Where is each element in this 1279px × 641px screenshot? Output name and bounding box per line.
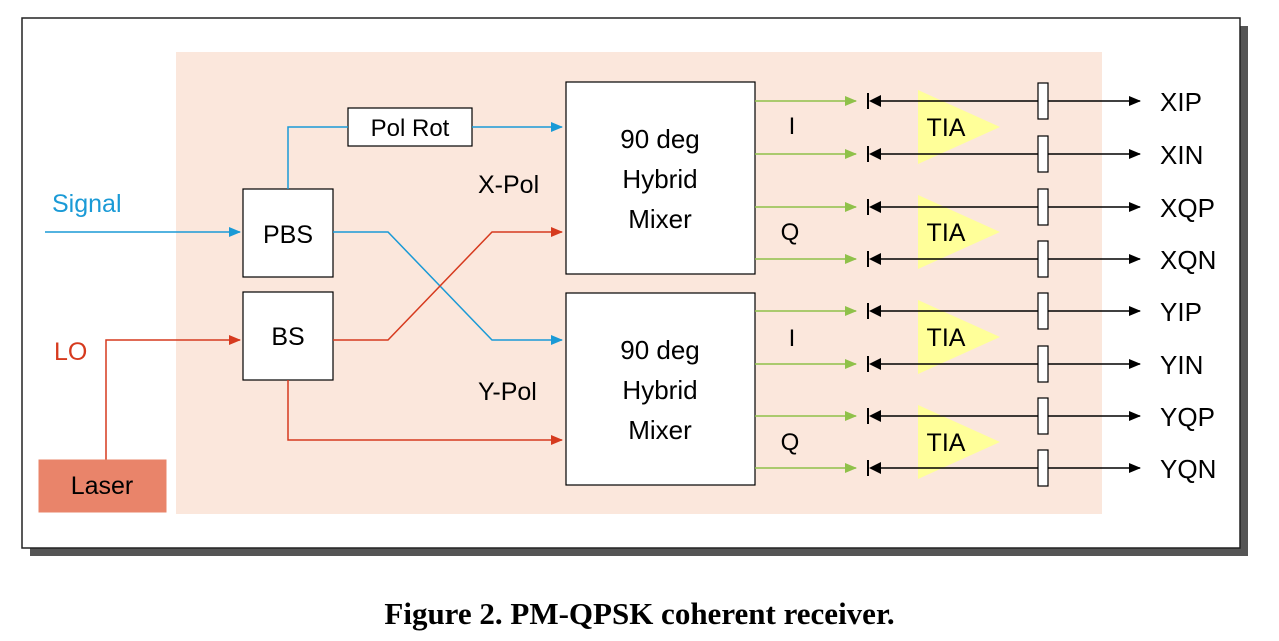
hybrid-y-line3: Mixer (628, 415, 692, 445)
bs-label: BS (271, 323, 304, 351)
bs-box (242, 291, 334, 381)
capacitor (1037, 345, 1049, 383)
bs-to-hybrid-y (287, 380, 563, 445)
capacitor (1037, 82, 1049, 120)
tia-triangle (918, 90, 1000, 164)
output-label: YIN (1160, 350, 1203, 380)
signal-label: Signal (52, 190, 122, 218)
hybrid-mixer-y (565, 292, 756, 486)
hybrid-x-line3: Mixer (628, 204, 692, 234)
tia-triangle (918, 405, 1000, 479)
laser-box (38, 459, 167, 513)
y-q-label: Q (781, 429, 800, 456)
figure-caption: Figure 2. PM-QPSK coherent receiver. (384, 596, 895, 631)
y-pol-label: Y-Pol (478, 378, 537, 406)
y-i-label: I (789, 325, 796, 352)
tia-label: TIA (927, 429, 966, 457)
output-rows: XIP XIN XQP XQN YIP YIN YQP YQN (755, 82, 1216, 487)
photodiode-icon (869, 410, 881, 422)
photodiode-icon (869, 95, 881, 107)
x-q-label: Q (781, 219, 800, 246)
tia-label: TIA (927, 114, 966, 142)
photodiode-icon (869, 148, 881, 160)
capacitor (1037, 188, 1049, 226)
photodiode-icon (869, 201, 881, 213)
capacitor (1037, 292, 1049, 330)
bs-to-hybrid-x (333, 227, 563, 341)
lo-label: LO (54, 338, 87, 366)
lo-line (105, 335, 241, 460)
capacitor (1037, 135, 1049, 173)
pbs-label: PBS (263, 221, 313, 249)
hybrid-y-line1: 90 deg (620, 335, 700, 365)
output-label: XIN (1160, 140, 1203, 170)
tia-triangle (918, 300, 1000, 374)
tia-label: TIA (927, 324, 966, 352)
coherent-receiver-diagram: Signal LO Laser PBS BS Pol Rot X-Pol Y-P… (21, 17, 1248, 556)
capacitor (1037, 397, 1049, 435)
tia-amplifiers (918, 90, 1000, 479)
output-label: YQN (1160, 454, 1216, 484)
laser-label: Laser (71, 472, 134, 500)
photodiode-icon (869, 358, 881, 370)
pbs-box (242, 188, 334, 278)
capacitor (1037, 240, 1049, 278)
output-label: YIP (1160, 297, 1202, 327)
pbs-to-polrot (287, 126, 348, 189)
hybrid-mixer-x (565, 81, 756, 275)
output-label: YQP (1160, 402, 1215, 432)
x-pol-label: X-Pol (478, 171, 539, 199)
tia-label: TIA (927, 219, 966, 247)
hybrid-x-line2: Hybrid (622, 164, 697, 194)
photodiode-icon (869, 305, 881, 317)
pol-rot-label: Pol Rot (371, 115, 450, 142)
output-label: XQP (1160, 193, 1215, 223)
photodiode-icon (869, 253, 881, 265)
photodiode-icon (869, 462, 881, 474)
tia-triangle (918, 195, 1000, 269)
hybrid-y-line2: Hybrid (622, 375, 697, 405)
hybrid-x-line1: 90 deg (620, 124, 700, 154)
output-label: XQN (1160, 245, 1216, 275)
capacitor (1037, 449, 1049, 487)
x-i-label: I (789, 113, 796, 140)
output-label: XIP (1160, 87, 1202, 117)
